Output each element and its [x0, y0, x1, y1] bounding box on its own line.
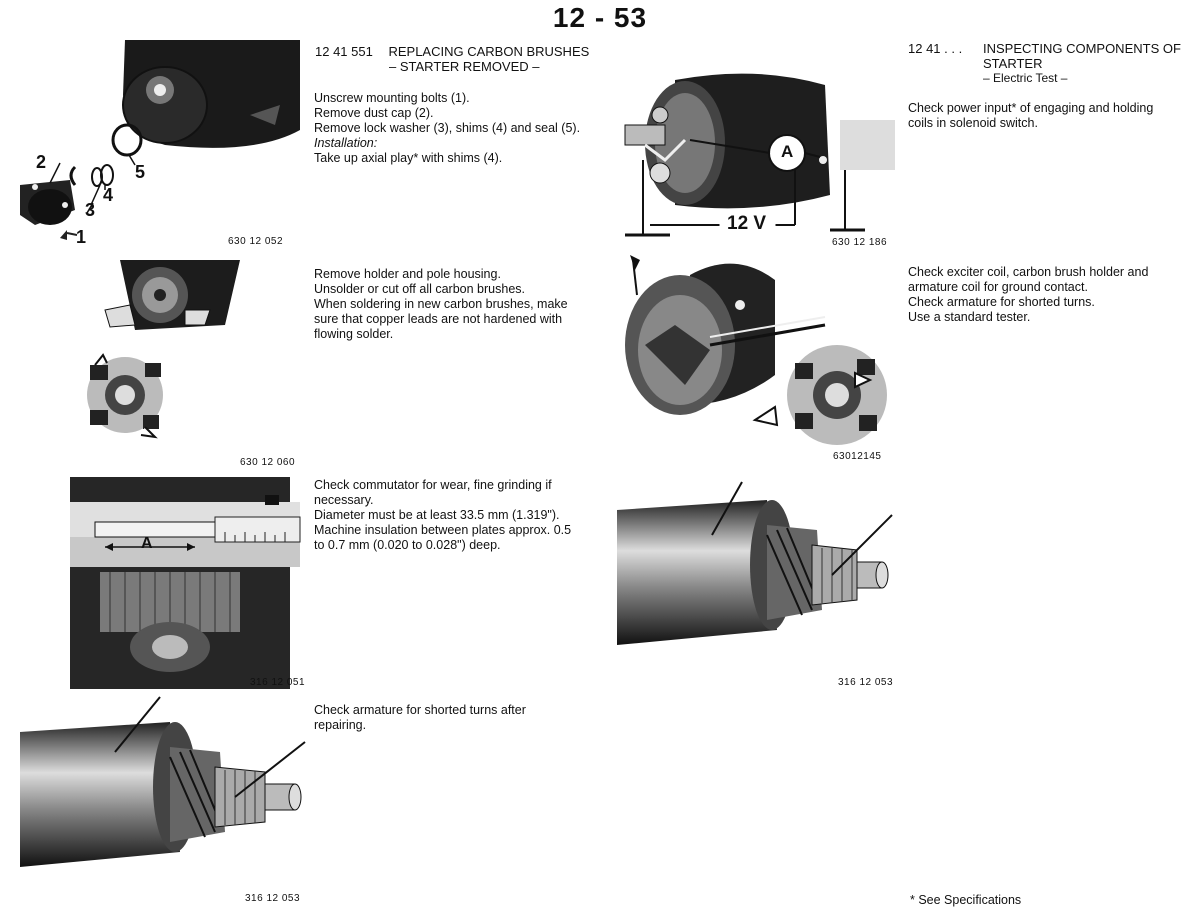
callout-3: 3 — [85, 200, 96, 220]
callout-1: 1 — [76, 227, 87, 247]
step-line: sure that copper leads are not hardened … — [314, 312, 563, 326]
ammeter-label-a: A — [781, 142, 794, 161]
section-subtitle: – STARTER REMOVED – — [389, 59, 540, 74]
figure-commutator-caliper: A — [65, 477, 305, 689]
section-heading-left: 12 41 551 REPLACING CARBON BRUSHES – STA… — [315, 44, 605, 74]
step-line: When soldering in new carbon brushes, ma… — [314, 297, 568, 311]
figure-code-316-12-053-right: 316 12 053 — [838, 677, 894, 688]
instructions-brushes: Remove holder and pole housing. Unsolder… — [314, 267, 604, 342]
section-title: REPLACING CARBON BRUSHES — [388, 44, 590, 59]
figure-armature-right — [612, 480, 897, 670]
section-title-right-2: STARTER — [983, 56, 1043, 71]
figure-code-316-12-051: 316 12 051 — [250, 677, 306, 688]
instructions-commutator: Check commutator for wear, fine grinding… — [314, 478, 604, 553]
figure-starter-exploded: 2 3 4 5 1 — [5, 35, 305, 250]
callout-5: 5 — [135, 162, 146, 182]
step-line: Remove holder and pole housing. — [314, 267, 501, 281]
dimension-label-a: A — [141, 535, 153, 552]
step-line: Unsolder or cut off all carbon brushes. — [314, 282, 525, 296]
step-line: Unscrew mounting bolts (1). — [314, 91, 470, 105]
step-line: Check commutator for wear, fine grinding… — [314, 478, 552, 492]
step-line: to 0.7 mm (0.020 to 0.028") deep. — [314, 538, 501, 552]
step-line: flowing solder. — [314, 327, 394, 341]
figure-armature-left — [20, 692, 310, 890]
step-line: necessary. — [314, 493, 374, 507]
step-line: Remove dust cap (2). — [314, 106, 434, 120]
figure-code-63012145: 63012145 — [833, 451, 882, 462]
section-heading-right: 12 41 . . . INSPECTING COMPONENTS OF STA… — [908, 41, 1193, 86]
section-code: 12 41 551 — [315, 44, 373, 59]
callout-2: 2 — [36, 152, 47, 172]
step-line: Machine insulation between plates approx… — [314, 523, 572, 537]
section-code-right: 12 41 . . . — [908, 41, 963, 56]
step-line: Diameter must be at least 33.5 mm (1.319… — [314, 508, 560, 522]
installation-label: Installation: — [314, 136, 378, 150]
instructions-remove-parts: Unscrew mounting bolts (1). Remove dust … — [314, 91, 604, 166]
voltage-label-12v: 12 V — [727, 213, 767, 234]
step-line: Take up axial play* with shims (4). — [314, 151, 503, 165]
text-line: coils in solenoid switch. — [908, 116, 1038, 130]
step-line: repairing. — [314, 718, 367, 732]
section-subtitle-right: – Electric Test – — [983, 71, 1068, 85]
footnote: * See Specifications — [910, 893, 1022, 907]
section-title-right-1: INSPECTING COMPONENTS OF — [983, 41, 1181, 56]
instructions-armature-check: Check armature for shorted turns after r… — [314, 703, 604, 733]
step-line: Remove lock washer (3), shims (4) and se… — [314, 121, 581, 135]
text-line: Check exciter coil, carbon brush holder … — [908, 265, 1149, 279]
text-line: Check power input* of engaging and holdi… — [908, 101, 1154, 115]
instructions-power-input: Check power input* of engaging and holdi… — [908, 101, 1193, 131]
figure-code-630-12-052: 630 12 052 — [228, 236, 284, 247]
page-number: 12 - 53 — [552, 2, 648, 33]
text-line: Use a standard tester. — [908, 310, 1031, 324]
step-line: Check armature for shorted turns after — [314, 703, 526, 717]
instructions-ground-contact: Check exciter coil, carbon brush holder … — [908, 265, 1193, 325]
figure-code-630-12-186: 630 12 186 — [832, 237, 888, 248]
figure-code-316-12-053-left: 316 12 053 — [245, 893, 301, 904]
figure-brush-holder — [75, 255, 255, 455]
text-line: armature coil for ground contact. — [908, 280, 1088, 294]
figure-exciter-coil-test — [615, 255, 895, 465]
figure-solenoid-test: A 12 V — [615, 65, 895, 245]
text-line: Check armature for shorted turns. — [908, 295, 1095, 309]
figure-code-630-12-060: 630 12 060 — [240, 457, 296, 468]
callout-4: 4 — [103, 185, 114, 205]
